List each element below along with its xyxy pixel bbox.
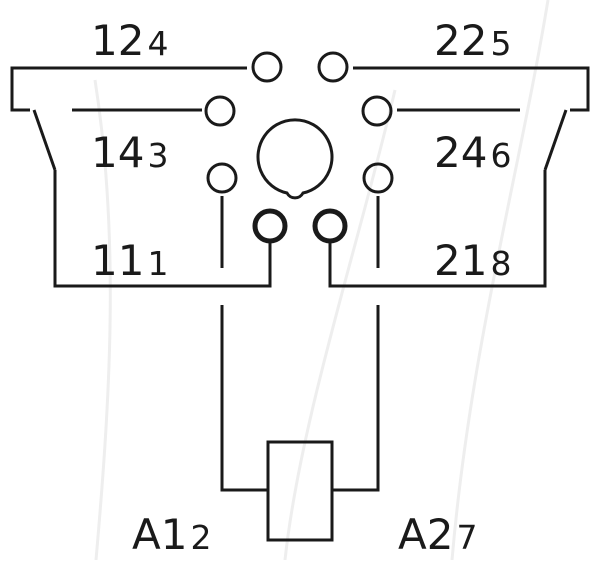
- wiring: [10, 51, 590, 542]
- label-terminal-a1: A12: [132, 514, 211, 556]
- pin-24: [361, 95, 393, 127]
- pin-number: 3: [147, 136, 169, 175]
- pin-a1: [206, 162, 238, 194]
- label-terminal-21: 218: [434, 240, 511, 282]
- switch-blade-right: [543, 109, 568, 171]
- terminal-number: 11: [91, 236, 145, 285]
- wire-coil-a1: [220, 305, 268, 492]
- pin-number: 8: [490, 244, 512, 283]
- watermark: [93, 0, 550, 561]
- label-terminal-24: 246: [434, 132, 511, 174]
- pin-number: 5: [490, 24, 512, 63]
- terminal-number: 22: [434, 16, 488, 65]
- terminal-number: 21: [434, 236, 488, 285]
- wire-coil-a2: [332, 305, 380, 492]
- pin-11: [252, 208, 288, 244]
- terminal-number: 12: [91, 16, 145, 65]
- label-terminal-12: 124: [91, 20, 168, 62]
- terminal-number: 24: [434, 128, 488, 177]
- pin-14: [204, 95, 236, 127]
- wire-terminal-11: [53, 170, 272, 288]
- terminal-number: A1: [132, 510, 188, 559]
- label-terminal-a2: A27: [398, 514, 477, 556]
- wire-terminal-21: [328, 170, 547, 288]
- watermark-stroke-right: [450, 0, 550, 561]
- switch-blade-left: [32, 109, 57, 171]
- wire-terminal-22: [353, 66, 590, 112]
- label-terminal-14: 143: [91, 132, 168, 174]
- pin-21: [312, 208, 348, 244]
- terminal-number: A2: [398, 510, 454, 559]
- socket-center-key: [256, 118, 334, 200]
- pin-number: 7: [456, 518, 478, 557]
- watermark-stroke-left: [93, 79, 112, 561]
- wire-terminal-12: [10, 66, 247, 112]
- relay-coil: [266, 440, 334, 542]
- pin-22: [317, 51, 349, 83]
- pin-12: [251, 51, 283, 83]
- label-terminal-11: 111: [91, 240, 168, 282]
- pin-number: 6: [490, 136, 512, 175]
- pin-a2: [362, 162, 394, 194]
- pin-number: 1: [147, 244, 169, 283]
- watermark-stroke-mid: [283, 89, 397, 561]
- pin-number: 4: [147, 24, 169, 63]
- terminal-number: 14: [91, 128, 145, 177]
- label-terminal-22: 225: [434, 20, 511, 62]
- pin-number: 2: [190, 518, 212, 557]
